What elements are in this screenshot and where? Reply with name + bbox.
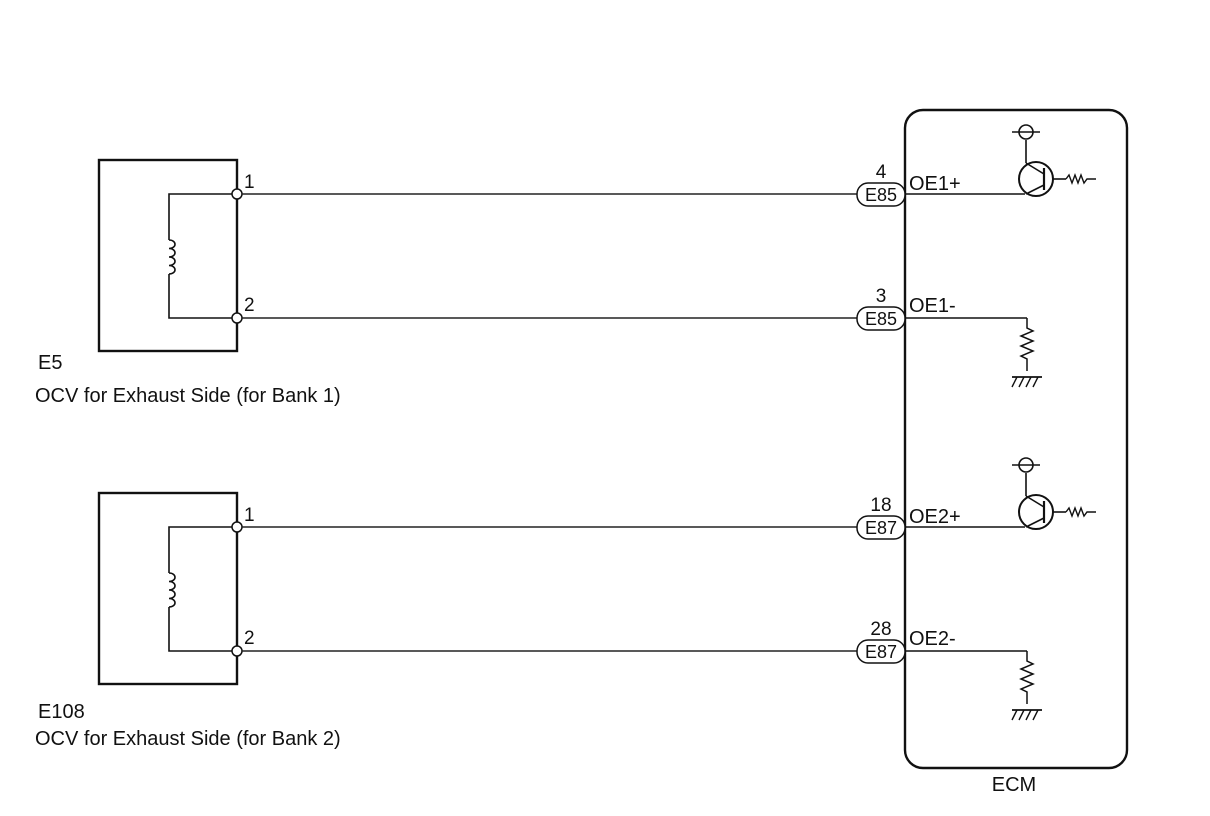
connector-e87-pin28: E87 28 [856, 619, 906, 664]
e5-internal-wire-top [168, 193, 237, 240]
component-e5-description: OCV for Exhaust Side (for Bank 1) [35, 385, 341, 407]
connector-label: E87 [865, 518, 897, 538]
component-e108-id: E108 [38, 701, 85, 723]
ecm-label: ECM [992, 774, 1036, 796]
signal-oe1-minus: OE1- [909, 295, 956, 317]
transistor-icon [1018, 161, 1096, 197]
e5-pin2-terminal [231, 312, 243, 324]
connector-e87-pin18: E87 18 [856, 495, 906, 540]
connector-pin-number: 28 [870, 619, 891, 640]
e108-pin2-label: 2 [244, 628, 255, 649]
ecm-body [903, 108, 1129, 770]
component-e5-body [97, 158, 239, 353]
transistor-icon [1018, 494, 1096, 530]
e5-pin2-label: 2 [244, 295, 255, 316]
connector-label: E87 [865, 642, 897, 662]
ground-icon [1011, 376, 1042, 388]
e5-pin1-label: 1 [244, 172, 255, 193]
e108-internal-wire-bottom [168, 607, 237, 652]
e5-pin1-terminal [231, 188, 243, 200]
connector-e85-pin4: E85 4 [856, 162, 906, 207]
connector-e85-pin3: E85 3 [856, 286, 906, 331]
coil-icon [168, 239, 176, 275]
connector-pin-number: 18 [870, 495, 891, 516]
e108-internal-wire-top [168, 526, 237, 573]
component-e5-id: E5 [38, 352, 62, 374]
connector-label: E85 [865, 185, 897, 205]
e108-pin1-terminal [231, 521, 243, 533]
power-supply-icon [1012, 457, 1040, 496]
component-e108-body [97, 491, 239, 686]
signal-oe2-plus: OE2+ [909, 506, 961, 528]
ground-icon [1011, 709, 1042, 721]
e108-pin1-label: 1 [244, 505, 255, 526]
signal-oe2-minus: OE2- [909, 628, 956, 650]
resistor-icon [1019, 651, 1035, 704]
connector-label: E85 [865, 309, 897, 329]
power-supply-icon [1012, 124, 1040, 163]
component-e5: 1 2 E5 OCV for Exhaust Side (for Bank 1) [35, 158, 341, 407]
e108-pin2-terminal [231, 645, 243, 657]
e5-internal-wire-bottom [168, 274, 237, 319]
coil-icon [168, 572, 176, 608]
connector-pin-number: 3 [876, 286, 887, 307]
signal-oe1-plus: OE1+ [909, 173, 961, 195]
resistor-icon [1019, 318, 1035, 371]
component-e108: 1 2 E108 OCV for Exhaust Side (for Bank … [35, 491, 341, 750]
connector-pin-number: 4 [876, 162, 887, 183]
component-e108-description: OCV for Exhaust Side (for Bank 2) [35, 728, 341, 750]
